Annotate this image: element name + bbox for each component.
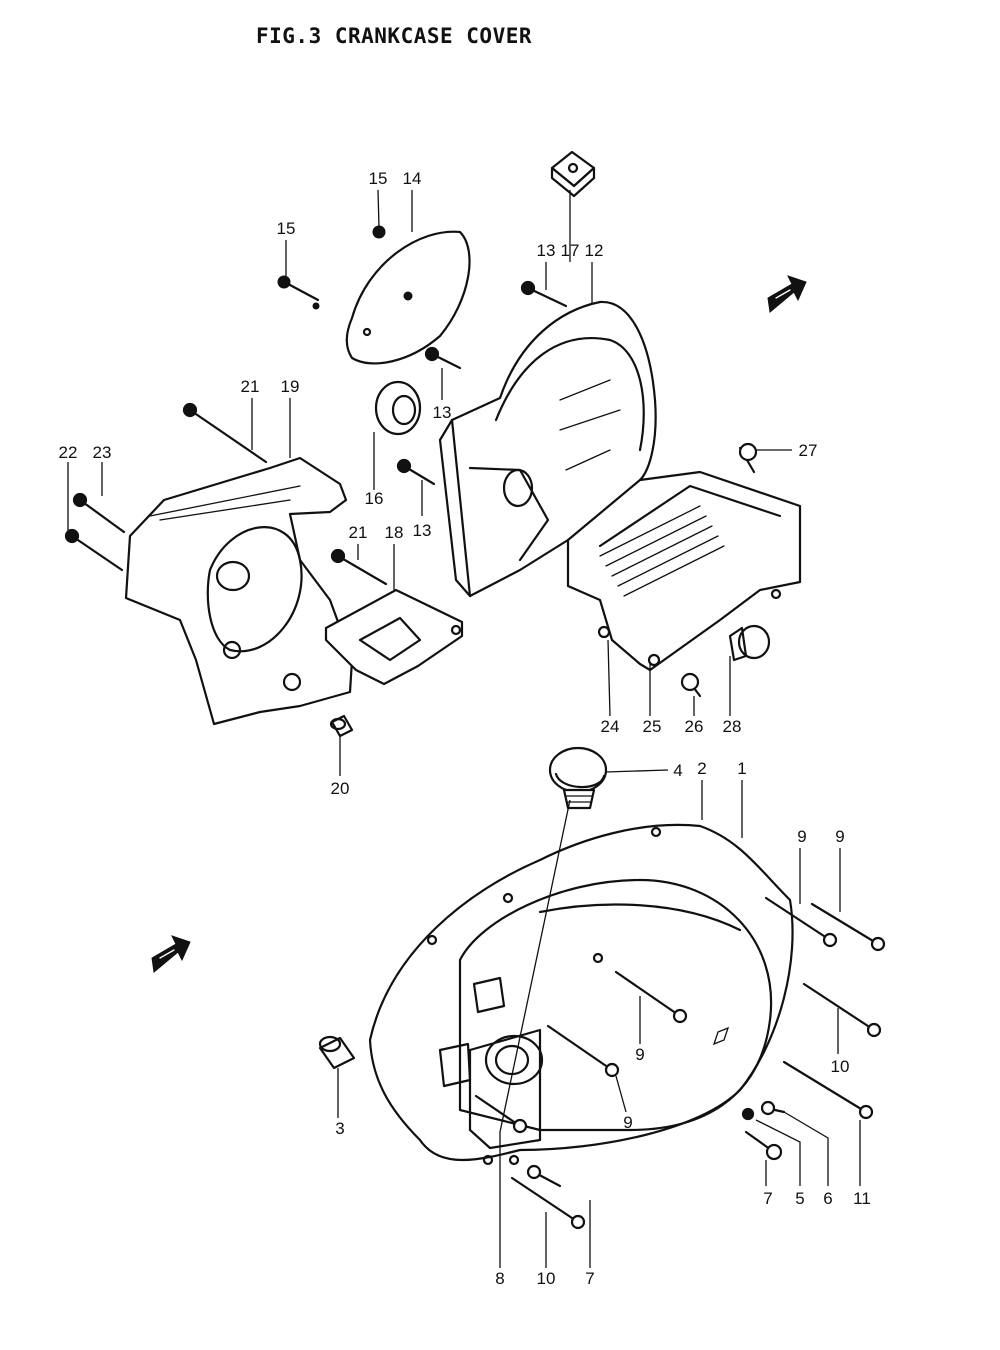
callout-7: 7 <box>585 1269 594 1288</box>
callout-9: 9 <box>835 827 844 846</box>
callout-20: 20 <box>331 779 350 798</box>
part-guide-plate <box>324 588 464 686</box>
figure-title: FIG.3 CRANKCASE COVER <box>256 24 533 48</box>
callout-2: 2 <box>697 759 706 778</box>
callout-28: 28 <box>723 717 742 736</box>
part-magneto-cover <box>438 300 657 598</box>
callout-9: 9 <box>635 1045 644 1064</box>
part-dowel-pin <box>329 714 354 738</box>
callout-10: 10 <box>831 1057 850 1076</box>
callout-23: 23 <box>93 443 112 462</box>
callout-26: 26 <box>685 717 704 736</box>
callout-14: 14 <box>403 169 422 188</box>
part-cover-plate <box>345 230 471 365</box>
callout-17: 17 <box>561 241 580 260</box>
callout-6: 6 <box>823 1189 832 1208</box>
callout-27: 27 <box>799 441 818 460</box>
callout-5: 5 <box>795 1189 804 1208</box>
callout-3: 3 <box>335 1119 344 1138</box>
part-clip <box>550 150 596 198</box>
callout-8: 8 <box>495 1269 504 1288</box>
callout-24: 24 <box>601 717 620 736</box>
callout-13: 13 <box>413 521 432 540</box>
callout-1: 1 <box>737 759 746 778</box>
part-oil-seal <box>374 380 422 436</box>
part-plug <box>728 624 771 662</box>
callout-9: 9 <box>797 827 806 846</box>
callout-13: 13 <box>537 241 556 260</box>
callout-21: 21 <box>241 377 260 396</box>
part-sprocket-cover <box>124 456 354 726</box>
callout-22: 22 <box>59 443 78 462</box>
callout-25: 25 <box>643 717 662 736</box>
front-direction-arrow-icon <box>767 275 807 313</box>
callout-21: 21 <box>349 523 368 542</box>
callout-16: 16 <box>365 489 384 508</box>
part-bolt <box>64 280 886 1230</box>
leader-lines <box>67 189 861 1268</box>
callout-7: 7 <box>763 1189 772 1208</box>
callout-12: 12 <box>585 241 604 260</box>
callout-15: 15 <box>369 169 388 188</box>
callout-4: 4 <box>673 761 682 780</box>
front-direction-arrow-icon <box>151 935 191 973</box>
part-dowel <box>318 1035 356 1070</box>
callout-18: 18 <box>385 523 404 542</box>
part-screw <box>277 225 386 310</box>
part-head-cover <box>566 470 802 672</box>
callout-11: 11 <box>853 1189 871 1208</box>
part-crankcase-cover <box>368 823 794 1166</box>
callout-labels: 15 14 15 13 17 12 13 21 19 16 13 22 23 2… <box>59 169 871 1288</box>
callout-13: 13 <box>433 403 452 422</box>
callout-10: 10 <box>537 1269 556 1288</box>
callout-15: 15 <box>277 219 296 238</box>
callout-19: 19 <box>281 377 300 396</box>
callout-9: 9 <box>623 1113 632 1132</box>
part-filler-cap <box>548 746 608 810</box>
